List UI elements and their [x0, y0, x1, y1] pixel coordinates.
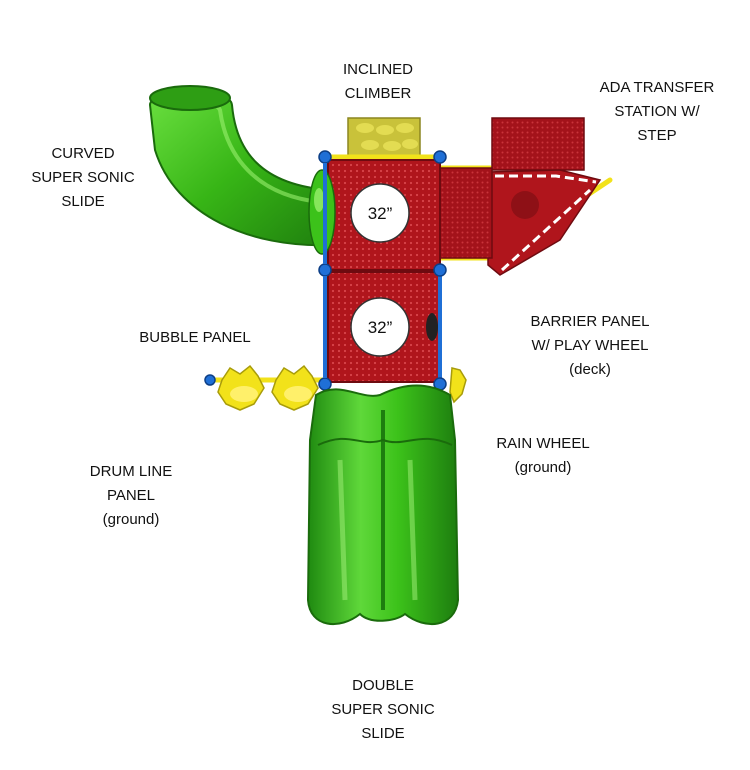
playground-diagram: 32” 32”: [31, 61, 715, 742]
playground-structure-drawing: 32” 32”: [148, 85, 613, 626]
lower-deck: 32”: [327, 271, 441, 383]
bubble-panel: [308, 169, 336, 255]
inclined-climber: [347, 117, 421, 159]
upper-deck: 32”: [327, 159, 441, 271]
barrier-panel-play-wheel: [426, 272, 442, 382]
curved-super-sonic-slide: [148, 85, 331, 247]
ada-transfer-station: [487, 117, 602, 276]
label-bubble-panel: BUBBLE PANEL: [139, 329, 251, 346]
rain-wheel: [449, 367, 467, 404]
label-rain-wheel: RAIN WHEEL(ground): [496, 435, 590, 476]
double-super-sonic-slide: [306, 384, 460, 626]
upper-deck-size: 32”: [368, 204, 393, 223]
drum-line-panel: [217, 364, 319, 411]
connector-platform: [439, 167, 493, 259]
lower-deck-size: 32”: [368, 318, 393, 337]
